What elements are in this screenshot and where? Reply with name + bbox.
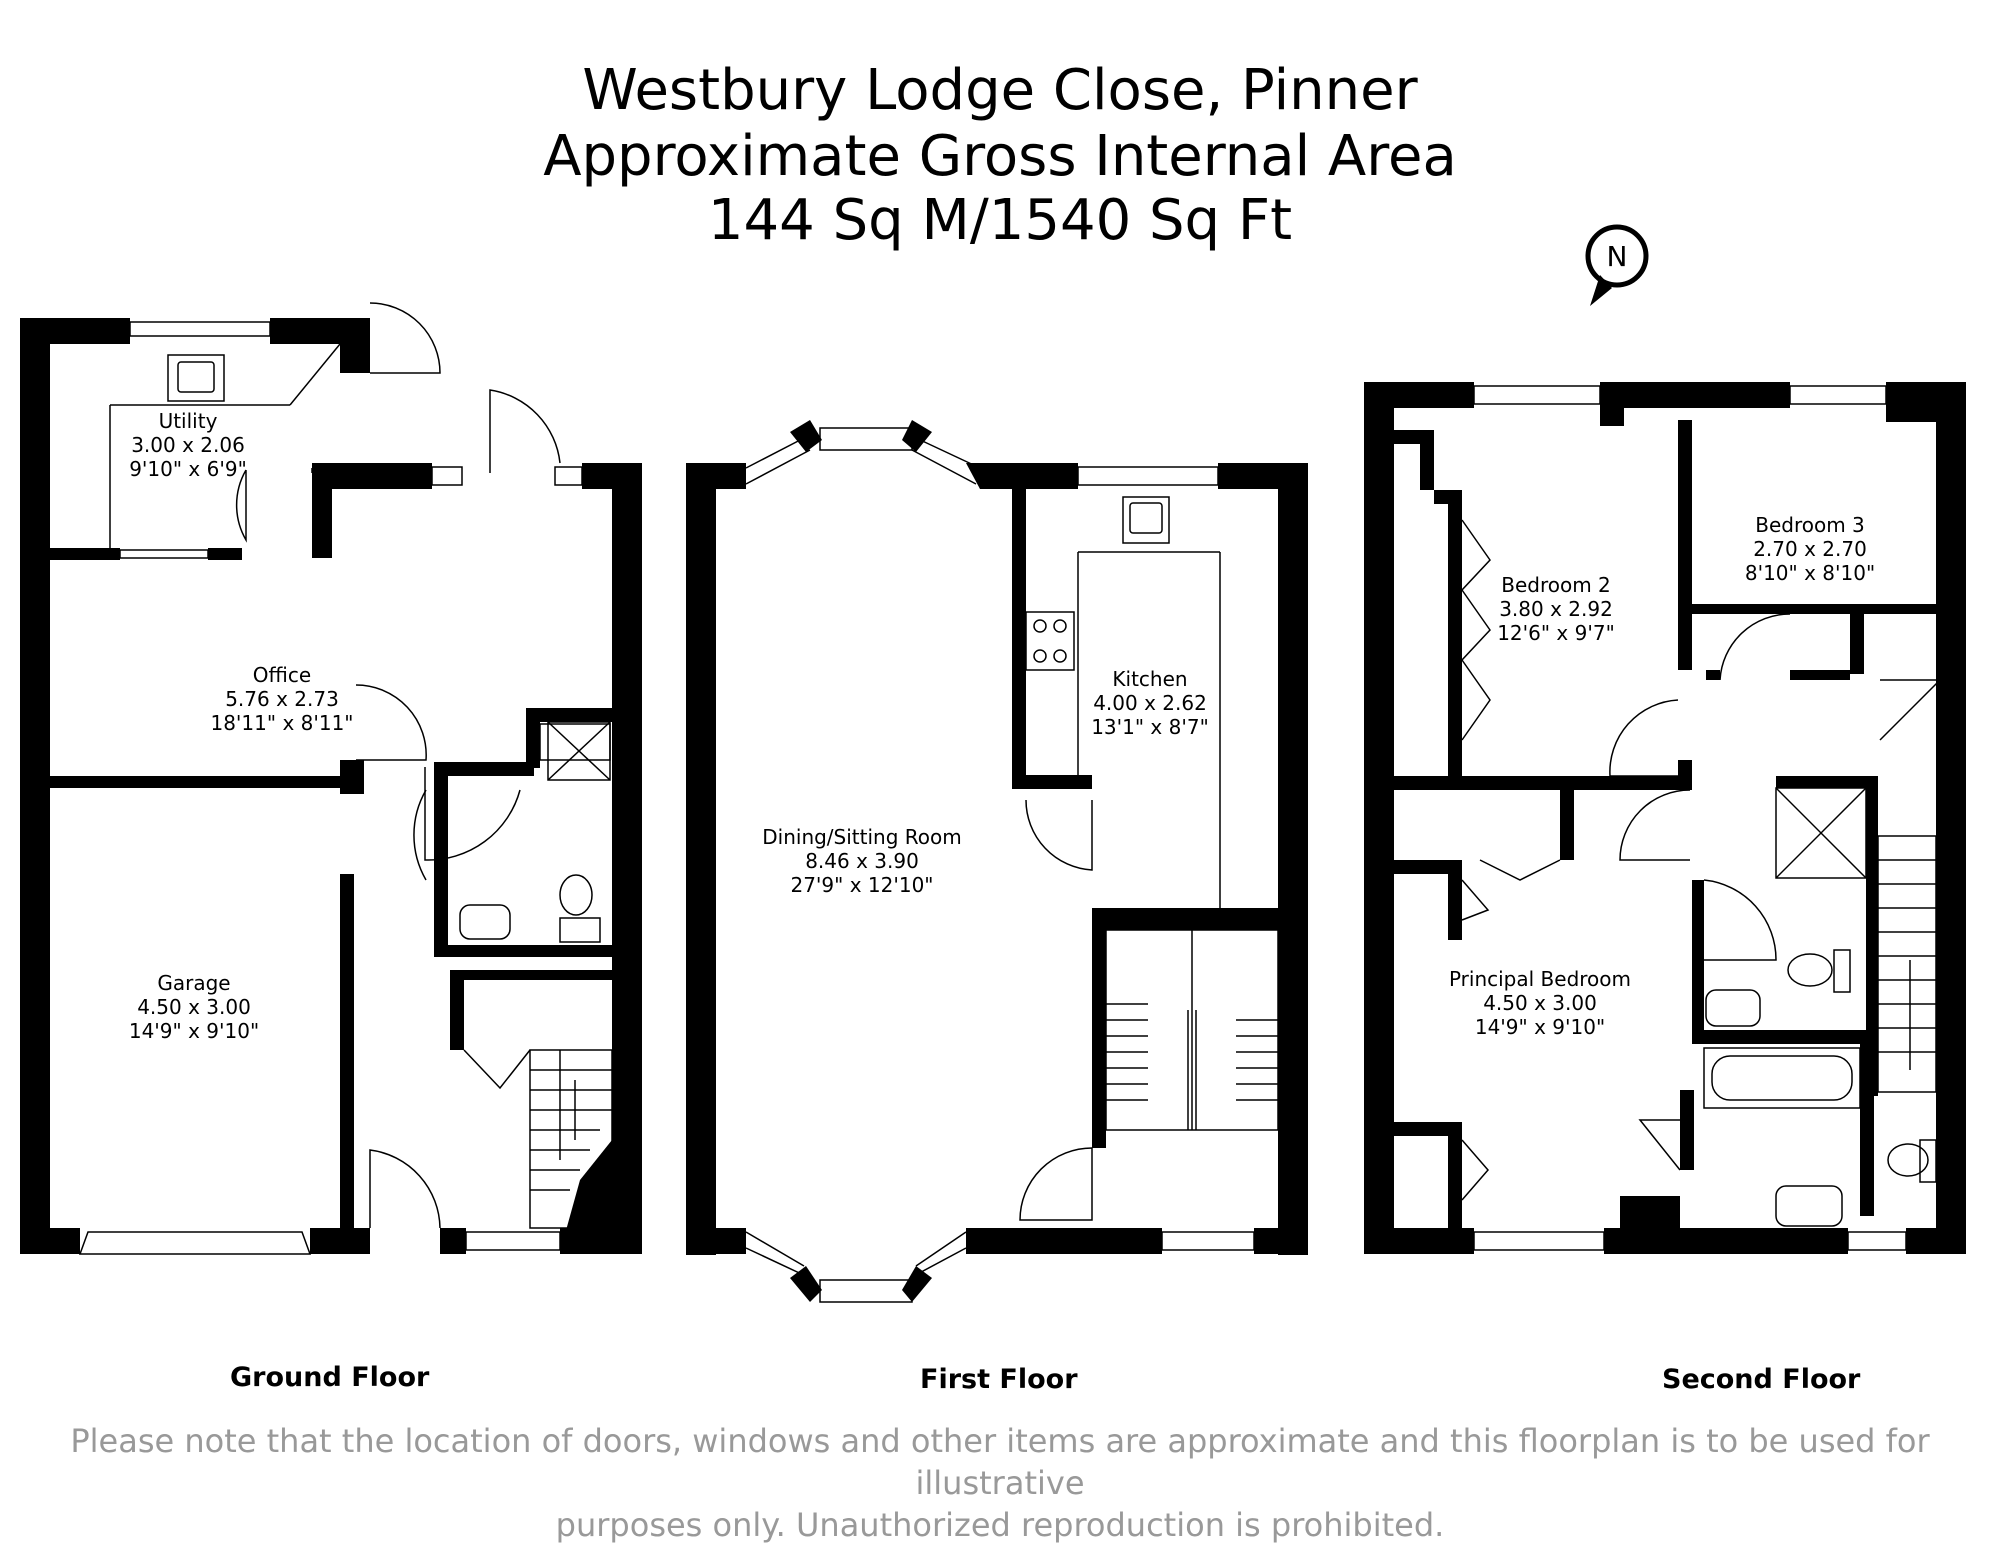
- svg-text:Dining/Sitting Room: Dining/Sitting Room: [762, 825, 961, 849]
- room-label-kitchen: Kitchen 4.00 x 2.62 13'1" x 8'7": [1091, 667, 1209, 739]
- first-floor-plan: [686, 420, 1308, 1302]
- room-label-office: Office 5.76 x 2.73 18'11" x 8'11": [210, 663, 353, 735]
- svg-text:Garage: Garage: [157, 971, 230, 995]
- svg-text:12'6" x 9'7": 12'6" x 9'7": [1497, 621, 1615, 645]
- disclaimer: Please note that the location of doors, …: [40, 1420, 1960, 1546]
- svg-text:14'9" x 9'10": 14'9" x 9'10": [1475, 1015, 1605, 1039]
- room-label-dining-sitting: Dining/Sitting Room 8.46 x 3.90 27'9" x …: [762, 825, 961, 897]
- north-compass-icon: N: [1585, 224, 1649, 306]
- room-label-bedroom-3: Bedroom 3 2.70 x 2.70 8'10" x 8'10": [1745, 513, 1875, 585]
- svg-text:27'9" x 12'10": 27'9" x 12'10": [790, 873, 933, 897]
- ground-floor-plan: [20, 318, 642, 1254]
- svg-text:Utility: Utility: [159, 409, 218, 433]
- svg-text:Principal Bedroom: Principal Bedroom: [1449, 967, 1631, 991]
- svg-text:4.50 x 3.00: 4.50 x 3.00: [137, 995, 251, 1019]
- second-floor-details: [1461, 385, 1942, 1251]
- first-floor-details: [745, 427, 1279, 1303]
- svg-text:8.46 x 3.90: 8.46 x 3.90: [805, 849, 919, 873]
- svg-text:5.76 x 2.73: 5.76 x 2.73: [225, 687, 339, 711]
- svg-text:Bedroom 2: Bedroom 2: [1501, 573, 1611, 597]
- svg-text:Office: Office: [253, 663, 311, 687]
- svg-text:Bedroom 3: Bedroom 3: [1755, 513, 1865, 537]
- svg-text:8'10" x 8'10": 8'10" x 8'10": [1745, 561, 1875, 585]
- floor-label-second: Second Floor: [1662, 1364, 1861, 1395]
- svg-text:3.00 x 2.06: 3.00 x 2.06: [131, 433, 245, 457]
- property-address: Westbury Lodge Close, Pinner: [582, 58, 1418, 123]
- second-floor-plan: [1364, 382, 1966, 1254]
- room-label-utility: Utility 3.00 x 2.06 9'10" x 6'9": [129, 409, 247, 481]
- area-value: 144 Sq M/1540 Sq Ft: [707, 188, 1293, 253]
- room-label-principal-bedroom: Principal Bedroom 4.50 x 3.00 14'9" x 9'…: [1449, 967, 1631, 1039]
- svg-text:Kitchen: Kitchen: [1112, 667, 1187, 691]
- svg-text:14'9" x 9'10": 14'9" x 9'10": [129, 1019, 259, 1043]
- disclaimer-line-2: purposes only. Unauthorized reproduction…: [555, 1506, 1445, 1544]
- area-title: Approximate Gross Internal Area: [543, 124, 1457, 189]
- room-label-bedroom-2: Bedroom 2 3.80 x 2.92 12'6" x 9'7": [1497, 573, 1615, 645]
- ground-floor-details: [78, 302, 613, 1255]
- disclaimer-line-1: Please note that the location of doors, …: [70, 1422, 1930, 1502]
- room-label-garage: Garage 4.50 x 3.00 14'9" x 9'10": [129, 971, 259, 1043]
- svg-text:4.00 x 2.62: 4.00 x 2.62: [1093, 691, 1207, 715]
- svg-text:9'10" x 6'9": 9'10" x 6'9": [129, 457, 247, 481]
- floor-label-ground: Ground Floor: [230, 1362, 430, 1393]
- compass-label: N: [1607, 240, 1628, 273]
- floor-label-first: First Floor: [920, 1364, 1078, 1395]
- svg-text:13'1" x 8'7": 13'1" x 8'7": [1091, 715, 1209, 739]
- svg-text:18'11" x 8'11": 18'11" x 8'11": [210, 711, 353, 735]
- svg-text:3.80 x 2.92: 3.80 x 2.92: [1499, 597, 1613, 621]
- svg-text:4.50 x 3.00: 4.50 x 3.00: [1483, 991, 1597, 1015]
- svg-text:2.70 x 2.70: 2.70 x 2.70: [1753, 537, 1867, 561]
